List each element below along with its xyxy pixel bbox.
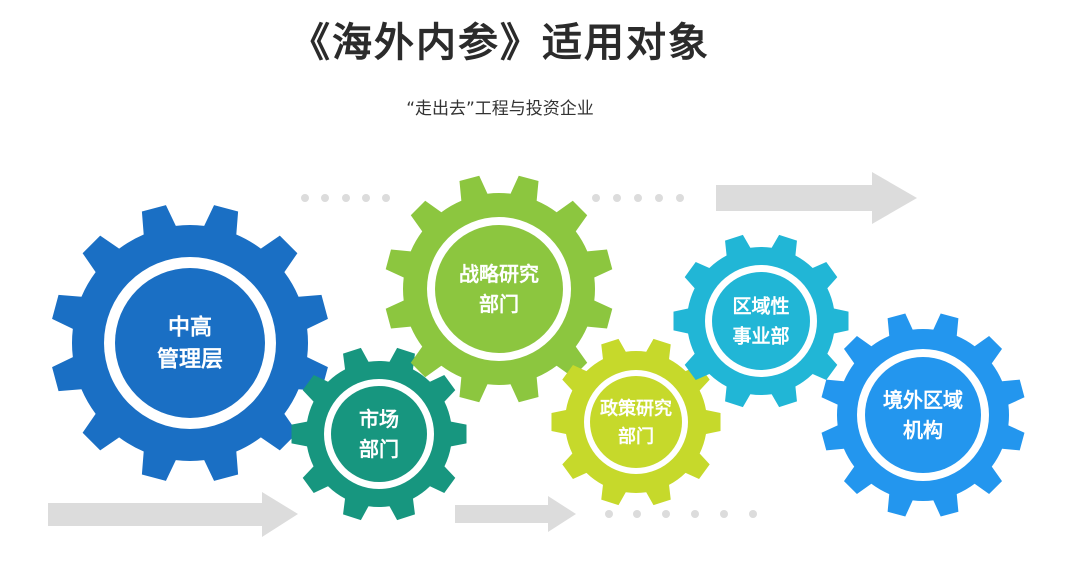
gear-core: [590, 376, 682, 468]
gear-label-line-2: 管理层: [157, 347, 223, 373]
gear-label-line-1: 境外区域: [883, 388, 963, 412]
gear-regional-business-unit: 区域性 事业部: [673, 234, 849, 408]
gear-label-line-1: 区域性: [732, 295, 789, 318]
gear-label-line-2: 部门: [618, 425, 654, 447]
page-subtitle: “走出去”工程与投资企业: [406, 99, 594, 119]
dot-row-top-middle: [592, 194, 684, 202]
gear-policy-research-dept: 政策研究 部门: [551, 338, 721, 506]
dot-row-bottom: [605, 510, 757, 518]
gear-senior-management: 中高 管理层: [52, 205, 328, 481]
arrow-right-icon: [48, 492, 298, 537]
gear-label-line-1: 战略研究: [459, 262, 539, 286]
gear-label-line-1: 中高: [168, 315, 212, 341]
gear-core: [865, 357, 981, 473]
gear-label-line-1: 政策研究: [600, 397, 672, 419]
arrow-right-icon: [716, 172, 917, 224]
gear-strategy-research-dept: 战略研究 部门: [385, 175, 613, 403]
arrow-right-icon: [455, 496, 576, 532]
gear-core: [115, 268, 265, 418]
gear-core: [712, 272, 810, 370]
page-title: 《海外内参》适用对象: [290, 20, 710, 66]
gear-core: [435, 225, 563, 353]
gear-label-line-2: 部门: [479, 292, 519, 316]
gear-label-line-2: 事业部: [732, 325, 789, 348]
gear-core: [331, 386, 427, 482]
gear-label-line-2: 机构: [903, 418, 943, 442]
gear-marketing-dept: 市场 部门: [291, 347, 467, 521]
gear-overseas-regional-office: 境外区域 机构: [821, 313, 1025, 517]
gear-label-line-1: 市场: [359, 407, 399, 431]
gear-label-line-2: 部门: [359, 437, 399, 461]
dot-row-top-left: [301, 194, 390, 202]
